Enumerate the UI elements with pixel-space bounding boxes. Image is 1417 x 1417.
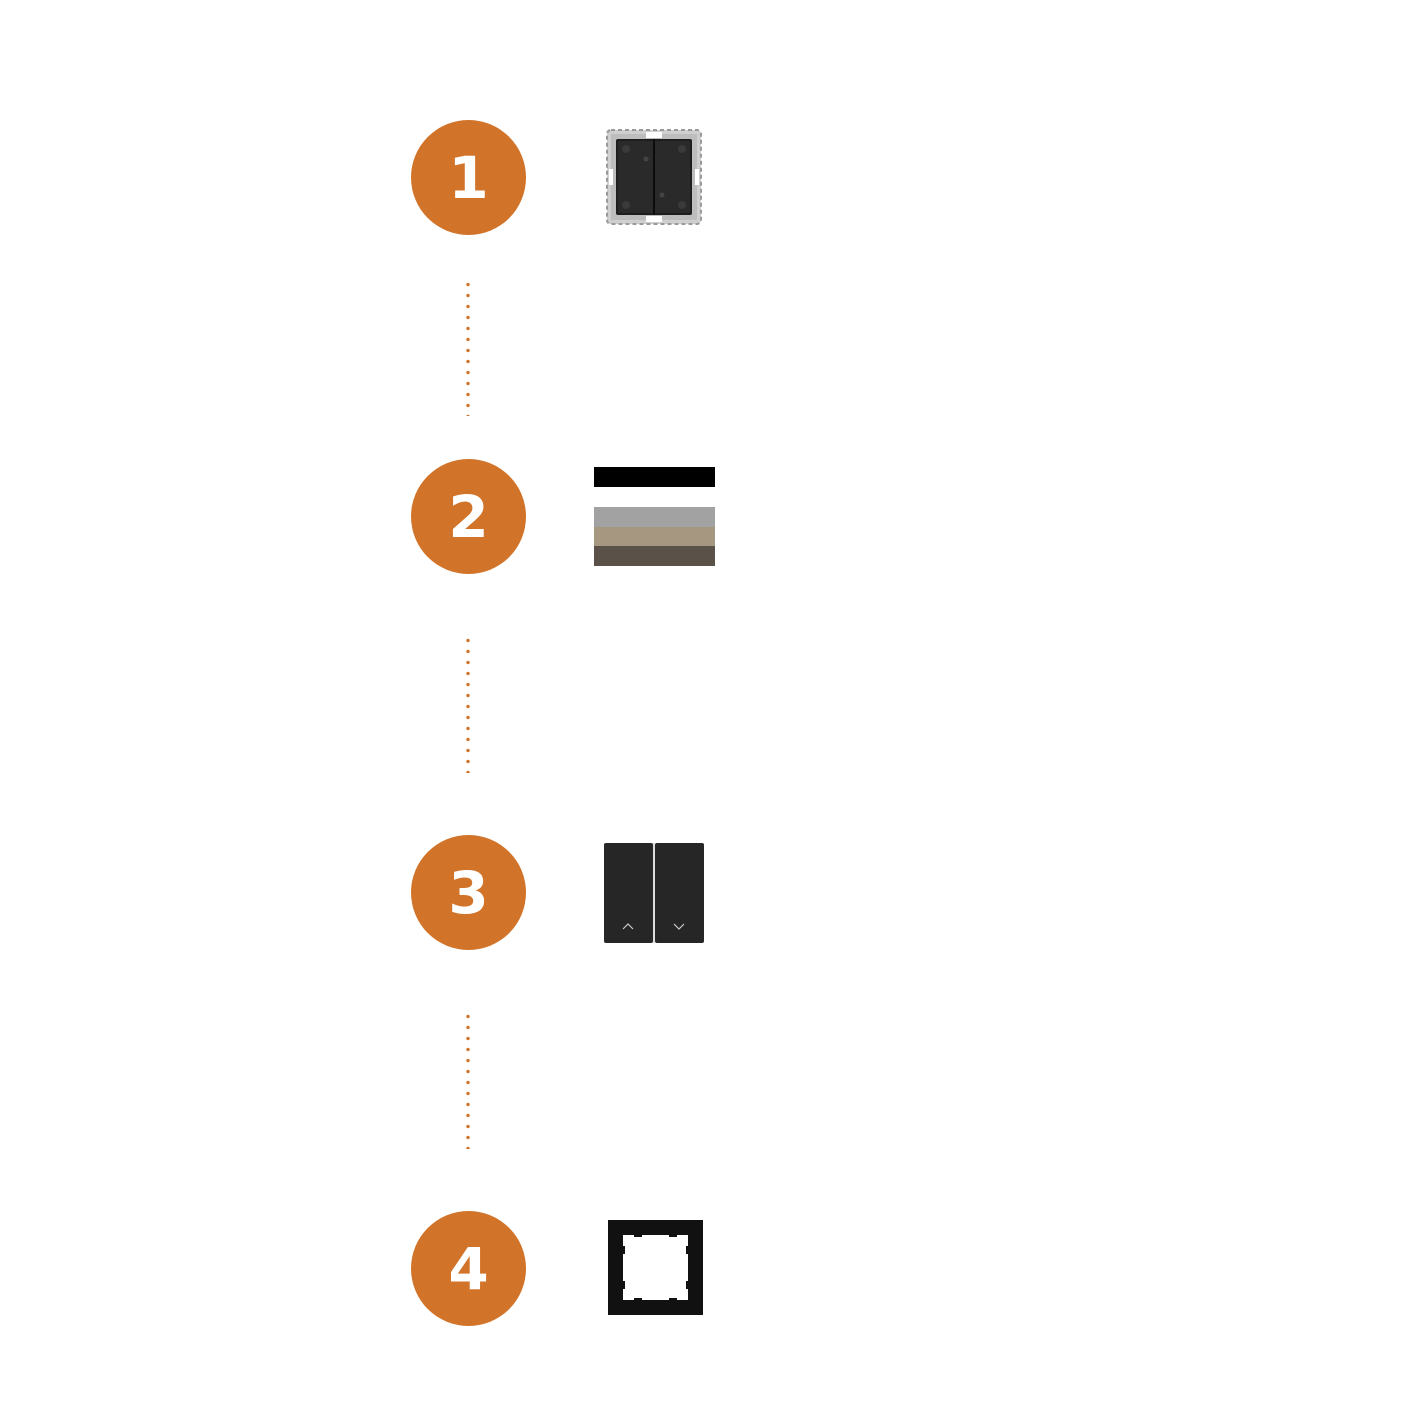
step-1-number: 1	[448, 143, 489, 212]
up-arrow-icon	[622, 923, 634, 930]
swatch-black	[594, 467, 715, 487]
step-2-badge: 2	[411, 459, 526, 574]
swatch-white	[594, 487, 715, 507]
step-4-badge: 4	[411, 1211, 526, 1326]
cover-frame-icon	[608, 1220, 703, 1315]
step-3-badge: 3	[411, 835, 526, 950]
switch-insert-mechanism-icon	[606, 129, 702, 225]
color-swatch-stack-icon	[594, 467, 715, 566]
step-3-number: 3	[448, 858, 489, 927]
step-2-number: 2	[448, 482, 489, 551]
step-4-number: 4	[448, 1234, 489, 1303]
double-rocker-up-down-icon	[604, 843, 704, 943]
swatch-sand	[594, 527, 715, 546]
down-arrow-icon	[673, 923, 685, 930]
dotted-connector-1-2	[466, 279, 470, 416]
swatch-grey	[594, 507, 715, 527]
dotted-connector-2-3	[466, 635, 470, 773]
swatch-dark-brown	[594, 546, 715, 566]
step-1-badge: 1	[411, 120, 526, 235]
dotted-connector-3-4	[466, 1011, 470, 1149]
